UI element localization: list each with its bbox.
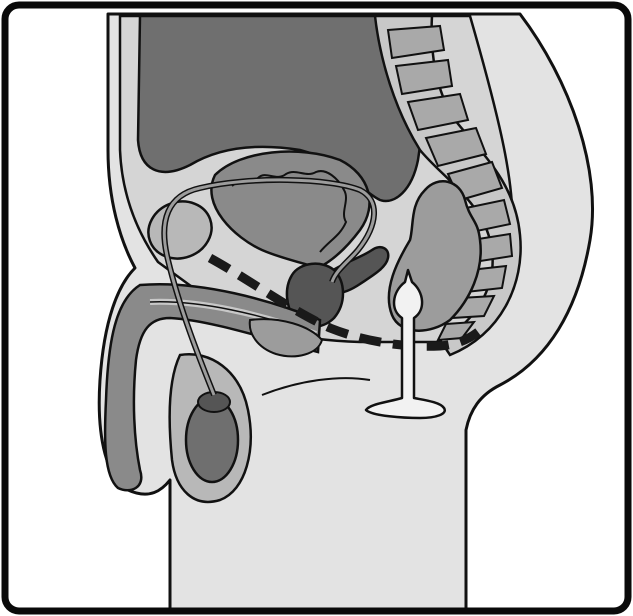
anatomy-svg — [0, 0, 633, 616]
anatomy-diagram — [0, 0, 633, 616]
